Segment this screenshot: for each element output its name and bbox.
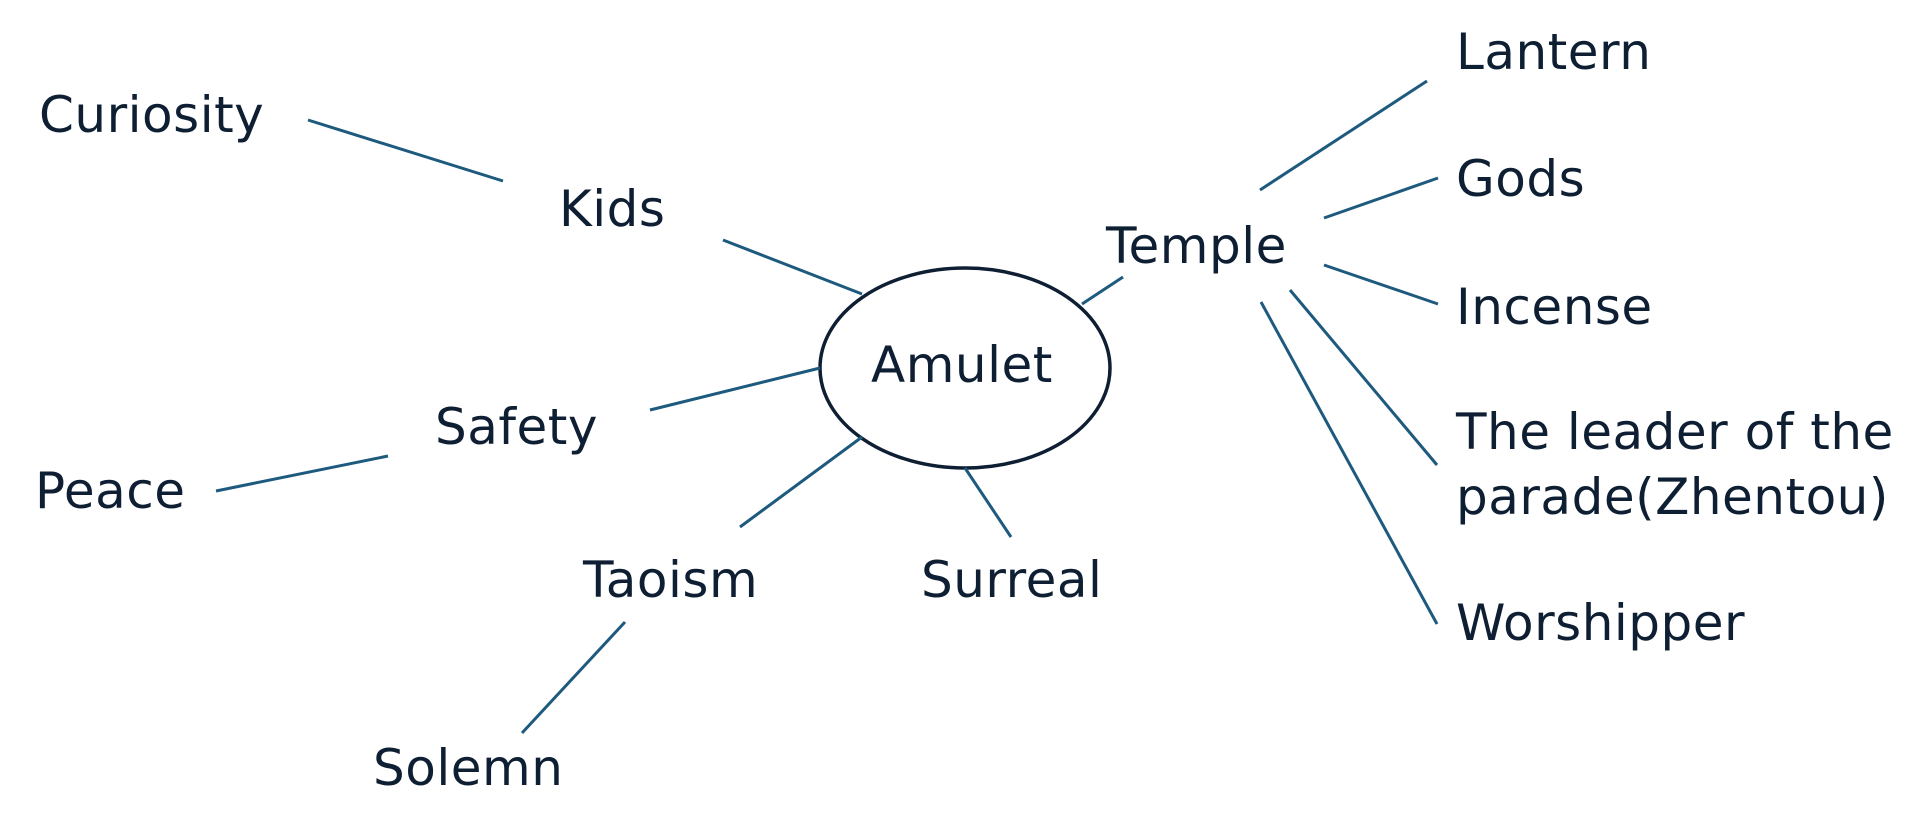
node-surreal: Surreal — [921, 551, 1103, 609]
center-node-label: Amulet — [871, 336, 1053, 394]
node-temple: Temple — [1106, 217, 1287, 275]
connector-amulet-taoism — [739, 435, 863, 529]
connector-safety-peace — [215, 454, 389, 493]
node-kids: Kids — [559, 180, 666, 238]
node-taoism: Taoism — [583, 551, 759, 609]
connector-amulet-temple — [1081, 275, 1124, 306]
connector-temple-incense — [1323, 263, 1439, 306]
node-curiosity: Curiosity — [39, 86, 265, 144]
connector-amulet-surreal — [963, 467, 1013, 538]
connector-taoism-solemn — [520, 620, 627, 735]
node-safety: Safety — [435, 398, 598, 456]
connector-temple-zhentou — [1288, 289, 1439, 466]
connector-amulet-safety — [649, 366, 821, 412]
node-zhentou: The leader of the parade(Zhentou) — [1456, 403, 1894, 526]
node-worshipper: Worshipper — [1456, 594, 1746, 652]
node-gods: Gods — [1456, 150, 1586, 208]
node-incense: Incense — [1456, 278, 1653, 336]
node-peace: Peace — [35, 462, 186, 520]
node-solemn: Solemn — [373, 739, 564, 797]
connector-temple-worshipper — [1259, 301, 1439, 625]
connector-kids-curiosity — [307, 118, 504, 183]
connector-temple-gods — [1323, 176, 1439, 220]
connector-amulet-kids — [722, 238, 863, 296]
connector-temple-lantern — [1259, 79, 1428, 192]
node-lantern: Lantern — [1456, 23, 1652, 81]
